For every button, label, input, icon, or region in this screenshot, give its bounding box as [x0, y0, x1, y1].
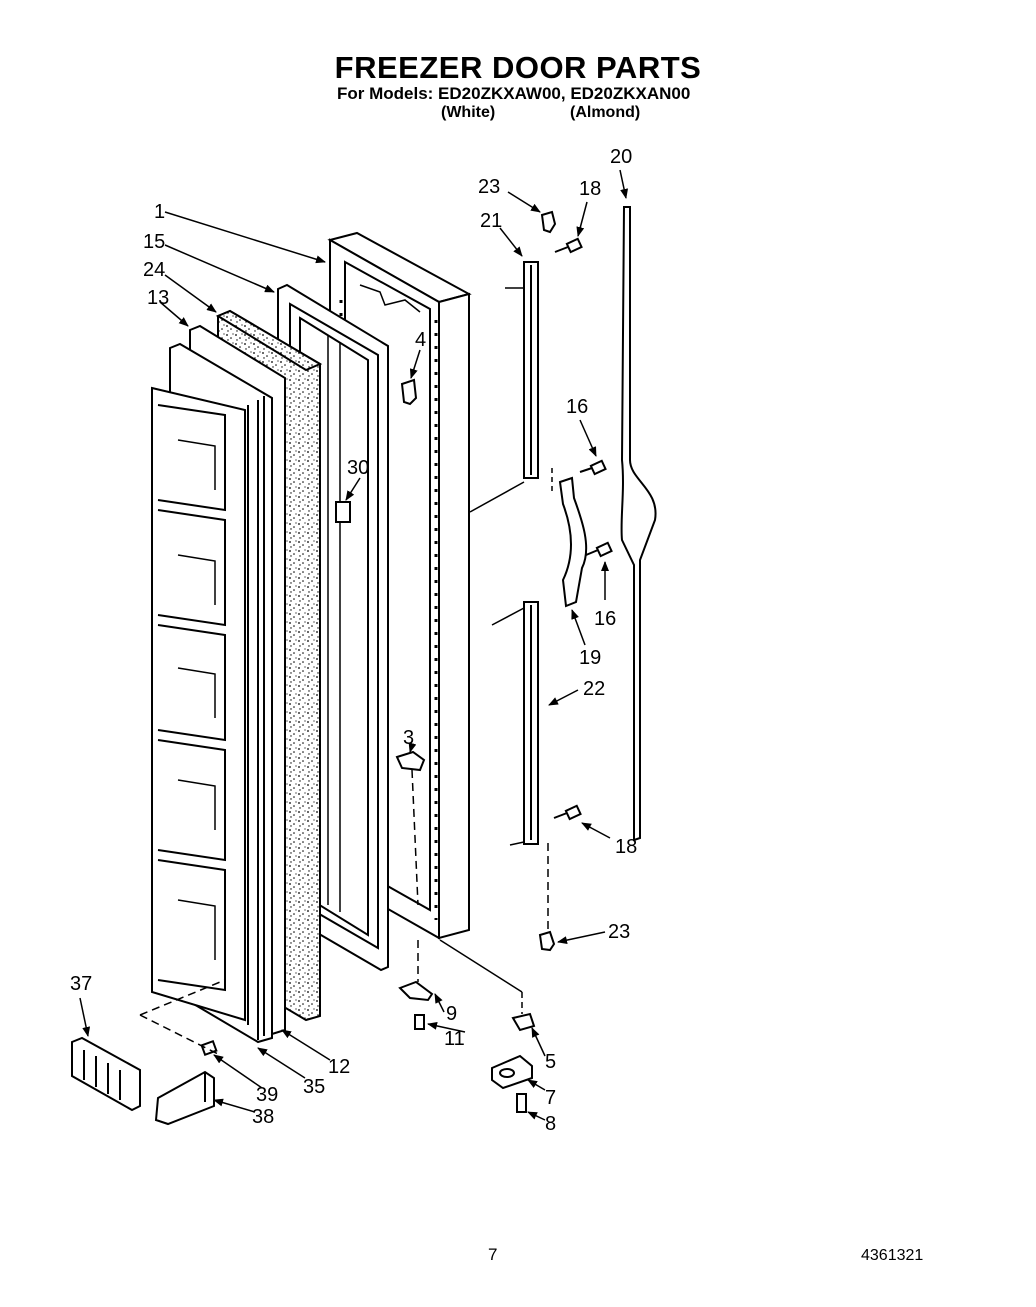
- callout-9: 9: [446, 1003, 457, 1025]
- callout-leaders: [79, 169, 629, 1121]
- callout-1: 1: [154, 201, 165, 223]
- callout-16-bottom: 16: [594, 608, 616, 630]
- callout-7: 7: [545, 1087, 556, 1109]
- page-number: 7: [488, 1245, 498, 1264]
- callout-11: 11: [444, 1028, 465, 1050]
- handle-trim-strips: [469, 261, 553, 932]
- callout-labels: 20 23 18 21 1 15 24 13 4 16 30 16 19 22 …: [70, 146, 637, 1135]
- callout-19: 19: [579, 647, 601, 669]
- callout-39: 39: [256, 1084, 278, 1106]
- callout-35: 35: [303, 1076, 325, 1098]
- callout-20: 20: [610, 146, 632, 168]
- clip-30: [335, 501, 351, 523]
- callout-5: 5: [545, 1051, 556, 1073]
- models-line: For Models: ED20ZKXAW00, ED20ZKXAN00: [337, 84, 691, 103]
- document-number: 4361321: [861, 1247, 924, 1264]
- callout-30: 30: [347, 457, 369, 479]
- callout-38: 38: [252, 1106, 274, 1128]
- door-handle-19: [558, 476, 588, 608]
- callout-24: 24: [143, 259, 165, 281]
- callout-18-bottom: 18: [615, 836, 637, 858]
- small-hardware: [71, 210, 613, 1126]
- callout-8: 8: [545, 1113, 556, 1135]
- callout-37: 37: [70, 973, 92, 995]
- callout-21: 21: [480, 210, 502, 232]
- page-title: FREEZER DOOR PARTS: [334, 50, 702, 85]
- door-dike-assembly: [151, 324, 286, 1044]
- callout-23-bottom: 23: [608, 921, 630, 943]
- callout-22: 22: [583, 678, 605, 700]
- callout-18-top: 18: [579, 178, 601, 200]
- callout-13: 13: [147, 287, 169, 309]
- callout-15: 15: [143, 231, 165, 253]
- callout-3: 3: [403, 727, 414, 749]
- callout-16-top: 16: [566, 396, 588, 418]
- gasket-strip-20: [620, 206, 657, 842]
- variant-almond-label: (Almond): [570, 104, 641, 121]
- callout-4: 4: [415, 329, 426, 351]
- variant-white-label: (White): [441, 104, 496, 121]
- callout-23-top: 23: [478, 176, 500, 198]
- callout-12: 12: [328, 1056, 350, 1078]
